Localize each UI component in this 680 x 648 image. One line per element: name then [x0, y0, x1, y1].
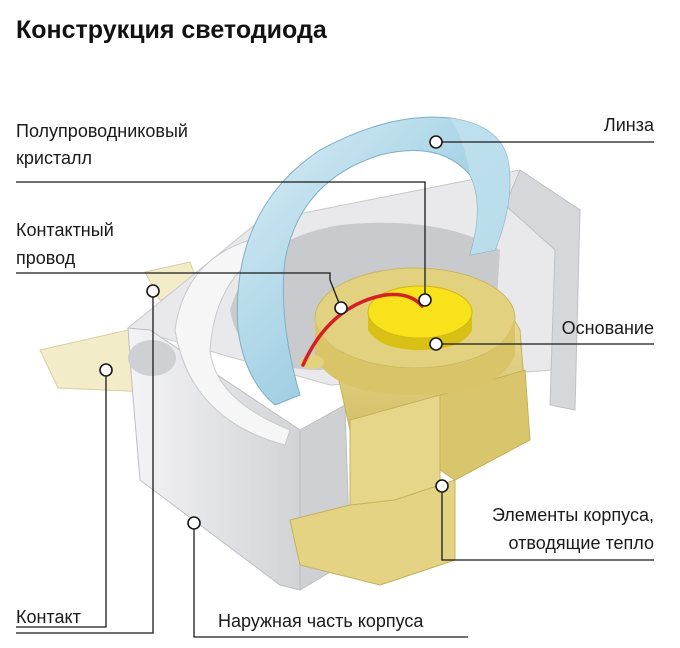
housing-front — [127, 327, 301, 591]
label-outer: Наружная часть корпуса — [218, 611, 424, 631]
dot-contact-front — [99, 363, 113, 377]
dot-crystal — [418, 293, 432, 307]
lens-rim — [450, 118, 510, 255]
label-wire-line1: Контактный — [16, 220, 114, 240]
label-crystal-line1: Полупроводниковый — [16, 121, 188, 141]
label-crystal-line2: кристалл — [16, 148, 92, 168]
contact-wire — [301, 292, 424, 367]
base-cylinder-side — [315, 318, 515, 395]
leader-contact-back — [16, 291, 154, 634]
leader-heat — [441, 486, 654, 561]
leader-wire — [16, 272, 342, 309]
leader-outer — [193, 523, 468, 638]
heat-element-foot — [289, 479, 456, 586]
label-contact: Контакт — [16, 607, 81, 627]
leader-crystal — [16, 181, 426, 300]
label-wire-line2: провод — [16, 248, 76, 268]
cavity-arc — [174, 239, 291, 446]
lens-dome — [236, 116, 511, 406]
dot-base — [429, 337, 443, 351]
leader-lines — [16, 141, 654, 638]
dot-lens — [429, 135, 443, 149]
dot-contact-back — [146, 284, 160, 298]
label-heat-line1: Элементы корпуса, — [492, 505, 654, 525]
label-heat-line2: отводящие тепло — [509, 533, 654, 553]
heat-element-side — [439, 369, 531, 481]
dot-outer — [187, 516, 201, 530]
label-base: Основание — [562, 318, 654, 338]
callout-dots — [99, 135, 449, 530]
dot-wire — [334, 301, 348, 315]
chip-top — [367, 285, 473, 339]
page-title: Конструкция светодиода — [16, 16, 328, 44]
label-lens: Линза — [604, 115, 655, 135]
led-illustration — [39, 116, 581, 591]
leader-contact-front — [16, 370, 107, 628]
dot-heat — [435, 479, 449, 493]
labels: Полупроводниковый кристалл Контактный пр… — [16, 115, 655, 631]
contact-hole — [128, 340, 176, 376]
